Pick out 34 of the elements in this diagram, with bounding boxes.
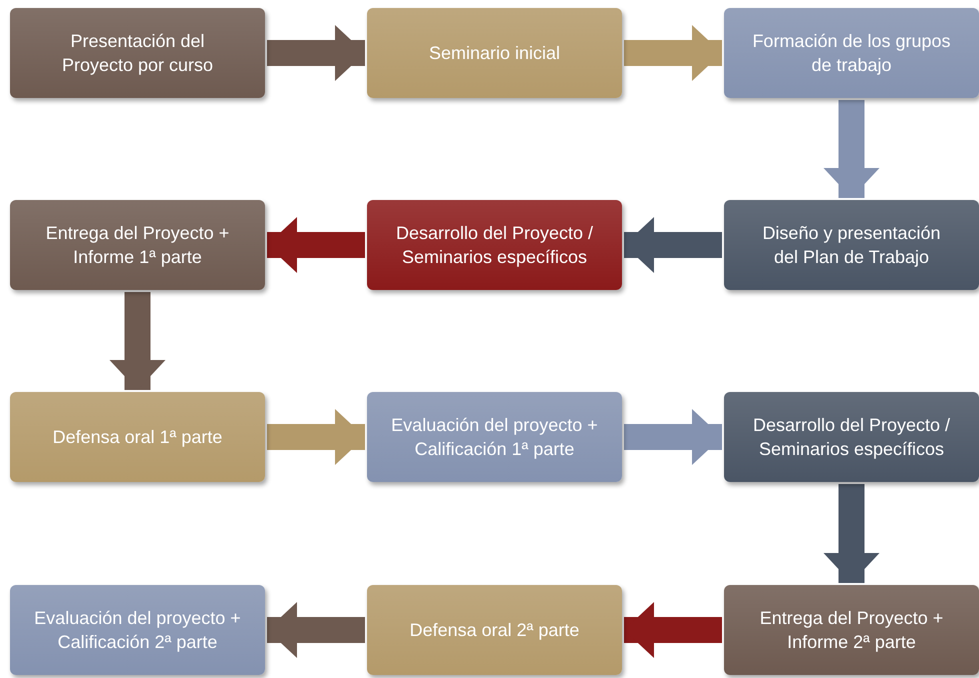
block-arrow — [624, 25, 722, 81]
process-box — [10, 585, 265, 675]
box-label: Formación de los grupos de trabajo — [751, 30, 952, 77]
block-arrow — [624, 602, 722, 658]
block-arrow — [267, 409, 365, 465]
block-arrow — [624, 409, 722, 465]
process-box — [724, 200, 979, 290]
box-label: Evaluación del proyecto + Calificación 2ª parte — [34, 606, 241, 654]
box-label: Desarrollo del Proyecto / Seminarios específicos — [394, 222, 594, 269]
box-label: Desarrollo del Proyecto / Seminarios específicos — [752, 414, 952, 461]
block-arrow — [824, 484, 880, 583]
process-box — [10, 392, 265, 482]
process-box — [724, 392, 979, 482]
box-label: Entrega del Proyecto + Informe 2ª parte — [758, 606, 944, 654]
process-box — [367, 585, 622, 675]
process-box — [724, 585, 979, 675]
process-box — [367, 392, 622, 482]
box-label: Seminario inicial — [428, 42, 560, 65]
process-box — [10, 200, 265, 290]
process-box — [10, 8, 265, 98]
box-label: Defensa oral 2ª parte — [410, 618, 580, 642]
box-label: Evaluación del proyecto + Calificación 1ª parte — [391, 414, 598, 461]
process-box — [724, 8, 979, 98]
box-label: Diseño y presentación del Plan de Trabajo — [761, 222, 942, 269]
box-label: Defensa oral 1ª parte — [52, 426, 222, 449]
block-arrow — [110, 292, 166, 390]
block-arrow — [267, 25, 365, 81]
process-box — [367, 8, 622, 98]
box-label: Presentación del Proyecto por curso — [60, 30, 214, 77]
process-box — [367, 200, 622, 290]
box-label: Entrega del Proyecto + Informe 1ª parte — [44, 222, 230, 269]
block-arrow — [624, 217, 722, 273]
block-arrow — [824, 100, 880, 198]
block-arrow — [267, 217, 365, 273]
